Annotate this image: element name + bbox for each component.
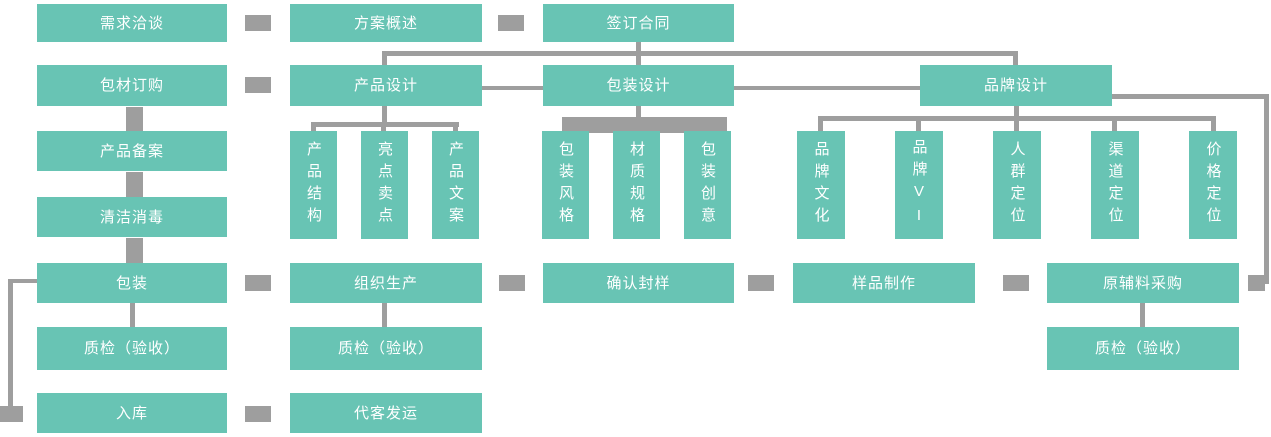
node-label: 包装风格 xyxy=(557,141,574,229)
node-label: 品牌设计 xyxy=(983,77,1048,94)
connector-line-drop-audience-positioning xyxy=(1014,121,1019,131)
connector-dash-right-edge-to-procurement xyxy=(1248,275,1265,291)
node-audience-positioning: 人群定位 xyxy=(993,131,1041,239)
connector-line-drop-product-copywriting xyxy=(453,127,458,131)
connector-bar-registration-to-cleaning xyxy=(126,172,143,197)
node-label: 质检（验收） xyxy=(1094,340,1191,357)
node-label: 包装创意 xyxy=(699,141,716,229)
connector-line-drop-brand-culture xyxy=(818,121,823,131)
node-proposal-overview: 方案概述 xyxy=(290,4,482,42)
node-packing: 包装 xyxy=(37,263,227,303)
node-product-copywriting: 产品文案 xyxy=(432,131,479,239)
node-material-specification: 材质规格 xyxy=(613,131,660,239)
connector-line-drop-price-positioning xyxy=(1211,121,1216,131)
node-packaging-creativity: 包装创意 xyxy=(684,131,731,239)
node-highlight-selling-point: 亮点卖点 xyxy=(361,131,408,239)
node-label: 人群定位 xyxy=(1008,141,1026,229)
connector-line-drop-product-design xyxy=(382,51,387,65)
node-label: 组织生产 xyxy=(353,274,418,292)
node-price-positioning: 价格定位 xyxy=(1189,131,1237,239)
node-contract-signing: 签订合同 xyxy=(543,4,734,42)
connector-line-production-to-qc xyxy=(382,303,387,327)
node-consignment-shipping: 代客发运 xyxy=(290,393,482,433)
node-label: 质检（验收） xyxy=(83,340,180,357)
connector-line-packing-bypass-horizontal xyxy=(10,279,37,283)
node-packaging-design: 包装设计 xyxy=(543,65,734,106)
connector-line-brand-design-children-horizontal xyxy=(818,116,1216,121)
connector-line-product-to-packaging-design xyxy=(482,86,543,90)
connector-line-product-design-children-horizontal xyxy=(311,122,459,127)
node-quality-inspection-packing: 质检（验收） xyxy=(37,327,227,370)
node-label: 品牌文化 xyxy=(812,141,830,229)
connector-dash-production-to-sample-confirm xyxy=(499,275,525,291)
node-packaging-material-ordering: 包材订购 xyxy=(37,65,227,106)
connector-line-brand-design-right-run xyxy=(1112,94,1269,99)
node-brand-design: 品牌设计 xyxy=(920,65,1112,106)
node-sample-making: 样品制作 xyxy=(793,263,975,303)
connector-line-main-horizontal xyxy=(382,51,1017,56)
node-packaging-style: 包装风格 xyxy=(542,131,589,239)
node-label: 入库 xyxy=(115,404,148,422)
node-label: 包装 xyxy=(115,274,148,292)
node-product-design: 产品设计 xyxy=(290,65,482,106)
connector-dash-left-edge-to-warehousing xyxy=(0,406,23,422)
node-label: 样品制作 xyxy=(851,274,916,292)
node-label: 亮点卖点 xyxy=(376,141,393,229)
connector-line-packaging-to-brand-design xyxy=(734,86,920,90)
connector-dash-sample-making-to-procurement xyxy=(1003,275,1029,291)
node-warehousing: 入库 xyxy=(37,393,227,433)
node-label: 渠道定位 xyxy=(1106,141,1124,229)
node-label: 品牌VI xyxy=(910,139,928,231)
node-organize-production: 组织生产 xyxy=(290,263,482,303)
connector-bar-cleaning-to-packing xyxy=(126,238,143,263)
connector-line-packing-to-qc xyxy=(130,303,135,327)
connector-line-drop-highlight-selling-point xyxy=(381,127,386,131)
connector-line-procurement-to-qc xyxy=(1140,303,1145,327)
connector-bar-packaging-design-children xyxy=(562,117,727,133)
connector-line-drop-brand-design xyxy=(1013,51,1018,65)
node-label: 签订合同 xyxy=(606,14,671,32)
connector-line-drop-product-structure xyxy=(311,127,316,131)
node-label: 需求洽谈 xyxy=(99,14,164,32)
node-brand-vi: 品牌VI xyxy=(895,131,943,239)
node-label: 材质规格 xyxy=(628,141,645,229)
connector-bar-material-to-registration xyxy=(126,107,143,131)
node-label: 产品备案 xyxy=(99,142,164,160)
connector-line-drop-brand-vi xyxy=(916,121,921,131)
node-quality-inspection-procurement: 质检（验收） xyxy=(1047,327,1239,370)
node-label: 产品文案 xyxy=(447,141,464,229)
node-label: 方案概述 xyxy=(353,14,418,32)
node-label: 确认封样 xyxy=(606,274,671,292)
node-cleaning-disinfection: 清洁消毒 xyxy=(37,197,227,237)
node-sample-confirmation: 确认封样 xyxy=(543,263,734,303)
connector-dash-warehousing-to-shipping xyxy=(245,406,271,422)
node-label: 原辅料采购 xyxy=(1102,274,1183,292)
connector-line-product-design-stub xyxy=(382,106,387,123)
node-label: 包装设计 xyxy=(606,77,671,94)
node-raw-material-procurement: 原辅料采购 xyxy=(1047,263,1239,303)
connector-dash-material-to-product-design xyxy=(245,77,271,93)
node-label: 产品设计 xyxy=(353,77,418,94)
connector-dash-proposal-to-contract xyxy=(498,15,524,31)
node-label: 包材订购 xyxy=(99,77,164,94)
connector-dash-sample-confirm-to-sample-making xyxy=(748,275,774,291)
connector-line-right-edge-vertical xyxy=(1264,94,1269,284)
connector-dash-packing-to-production xyxy=(245,275,271,291)
node-demand-negotiation: 需求洽谈 xyxy=(37,4,227,42)
node-label: 价格定位 xyxy=(1204,141,1222,229)
connector-dash-demand-to-proposal xyxy=(245,15,271,31)
node-label: 产品结构 xyxy=(305,141,322,229)
node-channel-positioning: 渠道定位 xyxy=(1091,131,1139,239)
connector-line-packaging-design-stub xyxy=(636,106,641,117)
node-label: 清洁消毒 xyxy=(99,208,164,226)
node-product-structure: 产品结构 xyxy=(290,131,337,239)
connector-line-brand-design-stub xyxy=(1014,106,1019,117)
node-label: 代客发运 xyxy=(353,404,418,422)
connector-line-drop-channel-positioning xyxy=(1112,121,1117,131)
node-product-registration: 产品备案 xyxy=(37,131,227,171)
connector-line-packing-bypass-vertical xyxy=(8,279,13,414)
node-quality-inspection-production: 质检（验收） xyxy=(290,327,482,370)
node-label: 质检（验收） xyxy=(337,340,434,357)
node-brand-culture: 品牌文化 xyxy=(797,131,845,239)
